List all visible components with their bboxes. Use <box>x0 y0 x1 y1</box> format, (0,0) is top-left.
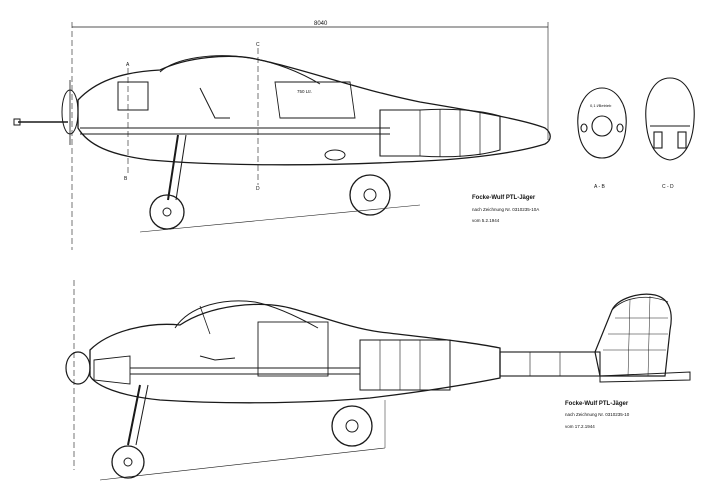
top-title: Focke-Wulf PTL-Jäger <box>472 195 536 201</box>
canopy-frame <box>159 55 321 85</box>
gun-muzzle <box>13 118 21 126</box>
nose-gear-strut <box>167 134 179 201</box>
fuselage-outline-bottom <box>89 303 501 404</box>
tail-boom <box>499 351 601 377</box>
horizontal-stabilizer <box>599 371 691 383</box>
pilot-seat <box>199 87 230 119</box>
section-ab-shaft <box>591 115 613 137</box>
bottom-title: Focke-Wulf PTL-Jäger <box>565 401 629 407</box>
fin-cap <box>611 296 669 311</box>
section-view-cd <box>645 77 695 161</box>
section-cd-right-box <box>677 131 687 149</box>
fin-spar-2 <box>647 295 651 377</box>
top-drawing-date: vom 5.2.1944 <box>472 218 500 223</box>
fuel-tank-marker <box>324 149 346 161</box>
canopy-frame-bottom <box>174 300 319 329</box>
section-cd-left-box <box>653 131 663 149</box>
nose-gear-strut-bottom <box>127 384 141 446</box>
top-drawing-number: nach Zeichnung Nr. 0310235-10A <box>472 207 539 212</box>
ground-line <box>139 204 421 233</box>
engine-nacelle <box>379 108 501 158</box>
nose-gearbox <box>93 355 131 385</box>
section-view-ab <box>577 87 627 159</box>
cockpit-bay <box>257 321 329 377</box>
section-label-a: A <box>126 62 130 68</box>
bottom-drawing-date: vom 17.2.1944 <box>565 424 595 429</box>
section-ab-right-port <box>616 123 624 133</box>
section-ab-caption: A - B <box>594 184 606 190</box>
nose-wheel-hub-bottom <box>123 457 133 467</box>
section-cd-caption: C - D <box>662 184 674 190</box>
main-wheel <box>349 174 391 216</box>
section-label-b: B <box>124 176 128 182</box>
main-wheel-bottom <box>331 405 373 447</box>
section-label-c: C <box>256 42 260 48</box>
nose-gear-strut-bottom-secondary <box>135 384 149 446</box>
section-ab-outline <box>577 87 627 159</box>
overall-length-label: 8040 <box>314 21 328 27</box>
nose-gear-strut-secondary <box>175 134 187 201</box>
main-wheel-hub <box>363 188 377 202</box>
fuselage-outline <box>77 55 551 166</box>
nose-wheel <box>149 194 185 230</box>
canopy-strut <box>199 305 211 335</box>
top-aircraft-side-view <box>13 22 551 250</box>
tail-fin <box>594 293 672 377</box>
cockpit-volume-label: 750 Ltr. <box>297 89 312 94</box>
main-wheel-hub-bottom <box>345 419 359 433</box>
bottom-drawing-number: nach Zeichnung Nr. 0310235-10 <box>565 412 630 417</box>
pilot-seat-bottom <box>199 355 236 361</box>
instrument-panel-block <box>117 81 149 111</box>
section-label-d: D <box>256 186 260 192</box>
ground-line-bottom <box>99 447 386 481</box>
fin-spar-1 <box>627 299 631 377</box>
engine-block <box>359 339 451 391</box>
bottom-aircraft-side-view <box>65 280 691 481</box>
tank-label: 0,1 l/Betrieb <box>590 103 612 108</box>
nose-wheel-bottom <box>111 445 145 479</box>
section-cd-outline <box>645 77 695 161</box>
nose-wheel-hub <box>162 207 172 217</box>
section-ab-left-port <box>580 123 588 133</box>
cockpit-tank-outline <box>274 81 356 119</box>
